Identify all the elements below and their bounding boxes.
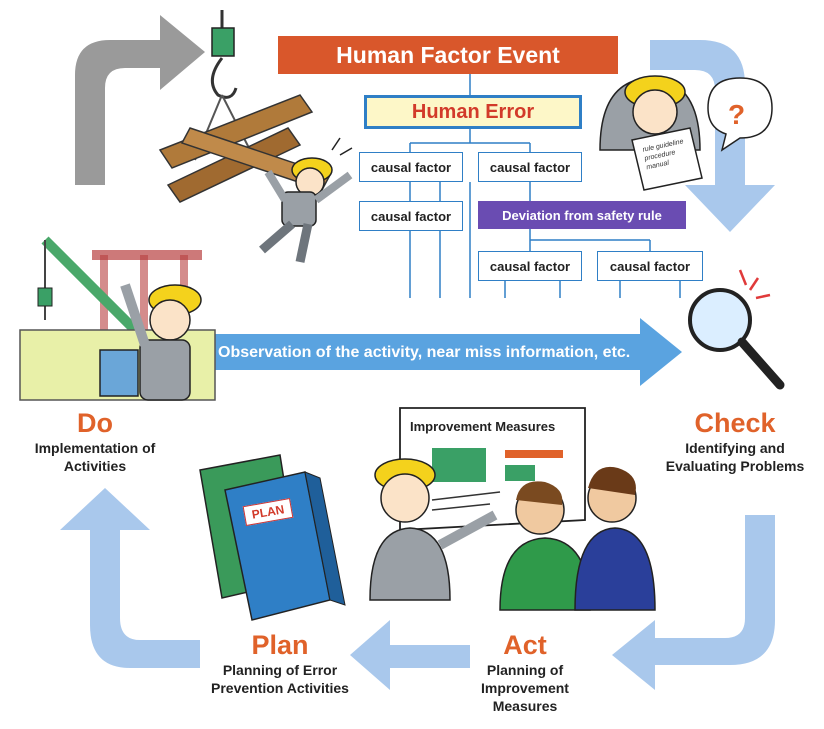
confused-worker-illustration bbox=[599, 75, 773, 191]
human-factor-event-banner: Human Factor Event bbox=[278, 36, 618, 74]
observation-arrow-label: Observation of the activity, near miss i… bbox=[218, 344, 631, 361]
act-title: Act bbox=[503, 630, 547, 660]
plan-phase-label: Plan Planning of Error Prevention Activi… bbox=[185, 630, 375, 697]
do-title: Do bbox=[77, 408, 113, 438]
falling-worker-illustration bbox=[259, 137, 353, 263]
check-subtitle-line1: Identifying and bbox=[685, 440, 785, 456]
plan-title: Plan bbox=[251, 630, 309, 660]
crane-hook-illustration bbox=[158, 10, 332, 203]
plan-subtitle-line2: Prevention Activities bbox=[211, 680, 349, 696]
question-mark-bubble: ? bbox=[728, 99, 746, 130]
check-phase-label: Check Identifying and Evaluating Problem… bbox=[650, 408, 820, 475]
observation-arrow bbox=[200, 318, 682, 386]
check-subtitle-line2: Evaluating Problems bbox=[665, 458, 805, 474]
do-subtitle-line2: Activities bbox=[63, 458, 127, 474]
act-subtitle-line3: Measures bbox=[492, 698, 558, 714]
causal-factor-box: causal factor bbox=[478, 251, 582, 281]
act-subtitle-line1: Planning of bbox=[486, 662, 564, 678]
blue-arrow-plan-to-do bbox=[60, 488, 200, 668]
act-phase-label: Act Planning of Improvement Measures bbox=[455, 630, 595, 715]
do-worker-crane-illustration bbox=[19, 236, 216, 401]
blue-arrow-to-act bbox=[612, 515, 775, 690]
causal-factor-box: causal factor bbox=[478, 152, 582, 182]
check-title: Check bbox=[694, 408, 776, 438]
plan-binder-illustration bbox=[199, 454, 346, 621]
act-workers-illustration bbox=[369, 458, 656, 611]
magnifying-glass-icon bbox=[688, 269, 785, 390]
gray-cycle-arrow bbox=[75, 15, 205, 185]
do-phase-label: Do Implementation of Activities bbox=[0, 408, 190, 475]
human-error-box: Human Error bbox=[364, 95, 582, 129]
blue-arrow-act-to-plan bbox=[350, 620, 470, 690]
improvement-board-title: Improvement Measures bbox=[410, 419, 556, 434]
plan-subtitle-line1: Planning of Error bbox=[222, 662, 338, 678]
causal-factor-box: causal factor bbox=[597, 251, 703, 281]
act-subtitle-line2: Improvement bbox=[481, 680, 569, 696]
do-subtitle-line1: Implementation of bbox=[34, 440, 156, 456]
deviation-from-safety-rule-box: Deviation from safety rule bbox=[478, 201, 686, 229]
causal-factor-box: causal factor bbox=[359, 201, 463, 231]
causal-factor-box: causal factor bbox=[359, 152, 463, 182]
